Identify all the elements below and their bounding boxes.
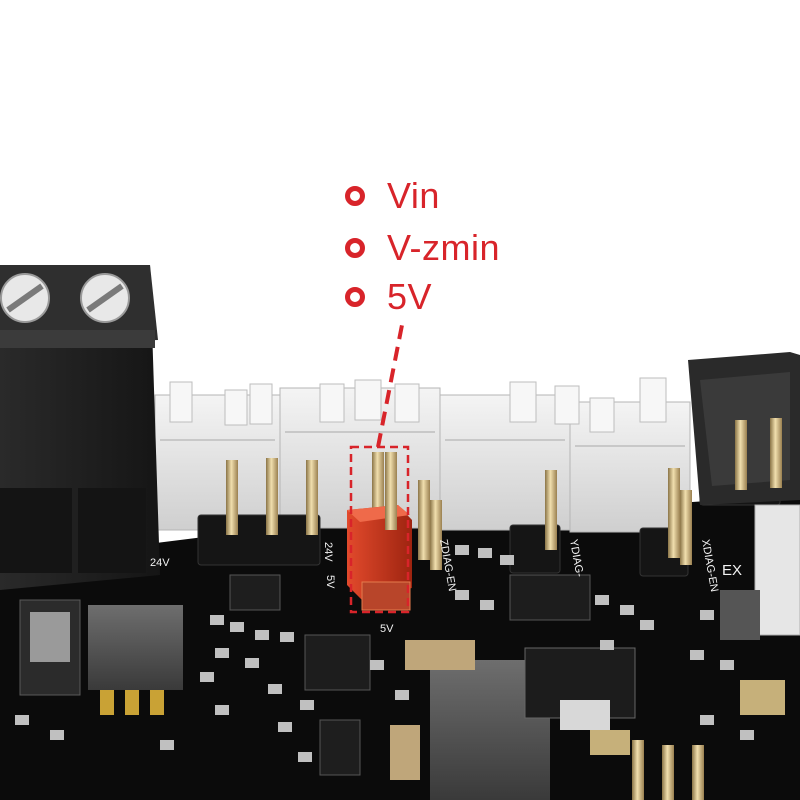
terminal-block — [0, 265, 160, 590]
legend-label: 5V — [387, 276, 433, 317]
passive-pads — [15, 545, 754, 762]
legend-label: Vin — [387, 175, 440, 216]
silk-corner-label: EX — [722, 562, 742, 579]
legend-item-vin: Vin — [345, 178, 440, 214]
legend-circle-icon — [345, 287, 365, 307]
legend-circle-icon — [345, 186, 365, 206]
jumper-cap — [347, 452, 412, 611]
silk-jumper-bottom-label: 5V — [380, 623, 394, 635]
jumper-callout — [349, 324, 410, 614]
legend-circle-icon — [345, 238, 365, 258]
legend-item-5v: 5V — [345, 279, 432, 315]
smd-components — [19, 574, 785, 800]
legend-item-v-zmin: V-zmin — [345, 230, 500, 266]
legend-label: V-zmin — [387, 227, 501, 268]
terminal-screw-left — [0, 273, 50, 323]
silk-jumper-side-label: 5V — [324, 575, 336, 589]
silk-jumper-top-label: 24V — [322, 542, 334, 562]
terminal-screw-right — [80, 273, 130, 323]
silk-left-header-label: 24V — [150, 557, 170, 569]
